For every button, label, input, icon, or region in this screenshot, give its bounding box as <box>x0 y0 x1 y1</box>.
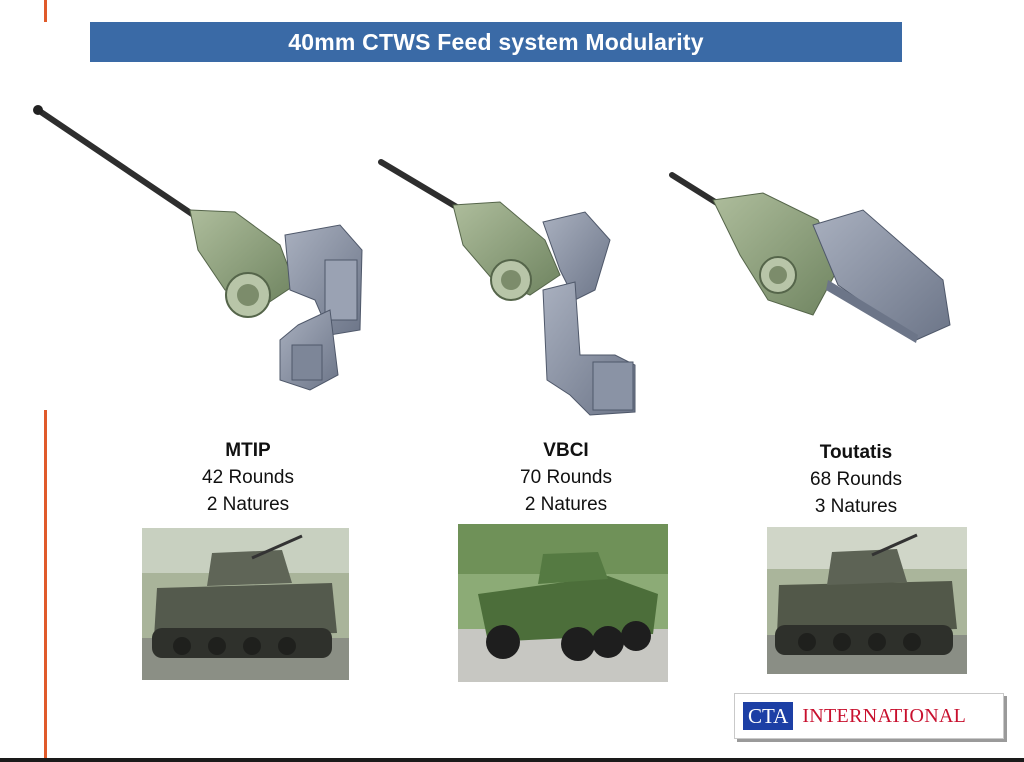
config-rounds: 68 Rounds <box>810 469 902 490</box>
config-rounds: 70 Rounds <box>520 467 612 488</box>
config-name: MTIP <box>225 440 271 461</box>
config-name: VBCI <box>543 440 589 461</box>
cta-international-logo: CTA INTERNATIONAL <box>734 693 1004 739</box>
mtip-vehicle-photo <box>142 528 349 680</box>
vbci-vehicle-photo <box>458 524 668 682</box>
slide-title: 40mm CTWS Feed system Modularity <box>288 28 704 55</box>
mtip-feed-illustration <box>33 105 363 391</box>
config-rounds: 42 Rounds <box>202 467 294 488</box>
title-bar: 40mm CTWS Feed system Modularity <box>90 22 902 62</box>
toutatis-vehicle-photo <box>767 527 967 674</box>
config-natures: 2 Natures <box>206 494 290 515</box>
accent-line-left <box>44 410 47 762</box>
toutatis-feed-illustration <box>669 172 951 343</box>
accent-line-top <box>44 0 47 22</box>
logo-text: INTERNATIONAL <box>802 704 967 727</box>
config-label-vbci: VBCI 70 Rounds 2 Natures <box>486 438 646 518</box>
config-natures: 3 Natures <box>814 496 898 517</box>
config-name: Toutatis <box>819 442 893 463</box>
logo-cta-box: CTA <box>743 702 794 730</box>
bottom-divider <box>0 758 1024 762</box>
config-label-mtip: MTIP 42 Rounds 2 Natures <box>168 438 328 518</box>
config-natures: 2 Natures <box>524 494 608 515</box>
config-label-toutatis: Toutatis 68 Rounds 3 Natures <box>776 440 936 520</box>
vbci-feed-illustration <box>378 159 636 416</box>
